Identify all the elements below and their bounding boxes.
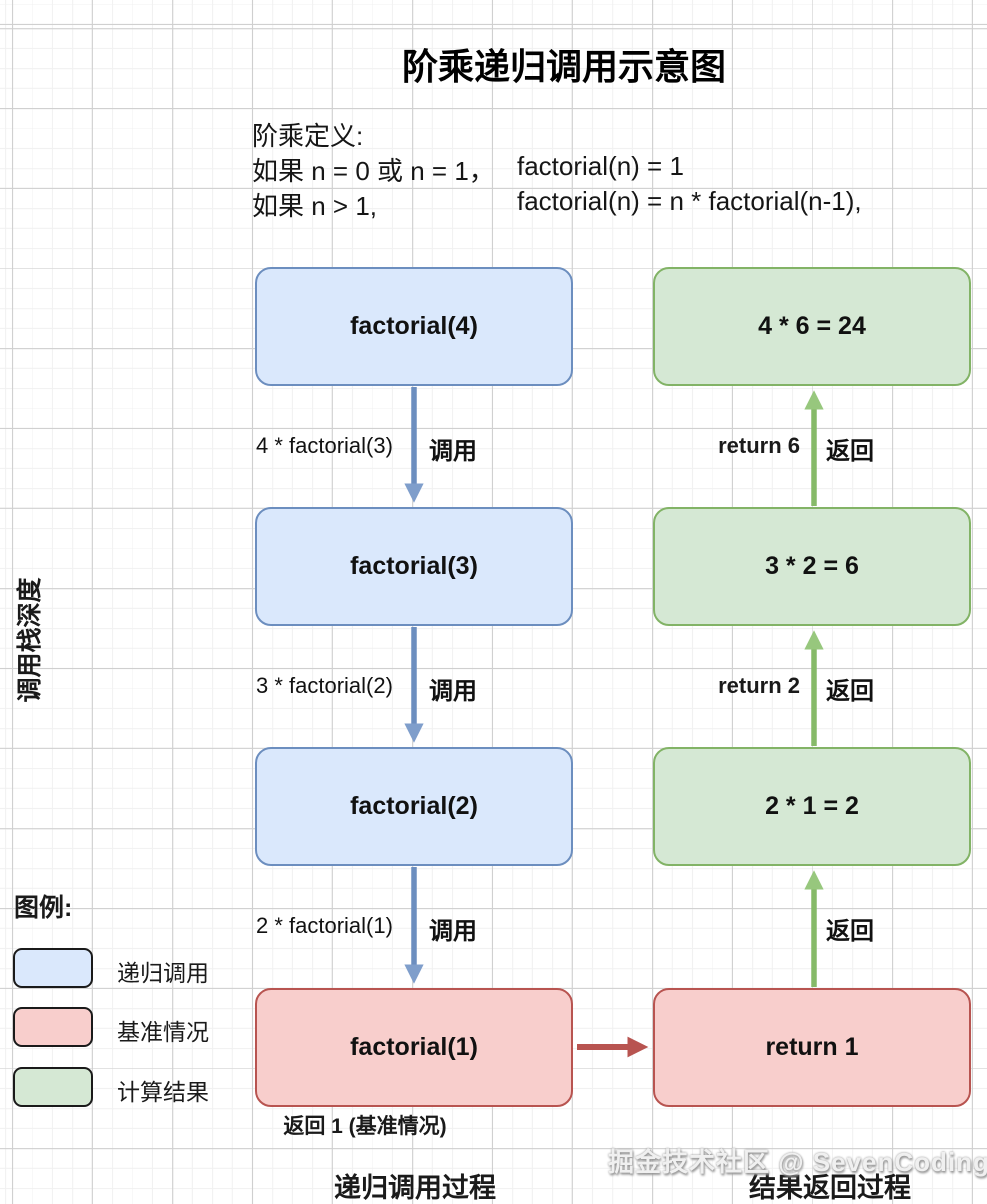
return-action-0: 返回 <box>826 438 874 465</box>
base-case-note: 返回 1 (基准情况) <box>283 1115 447 1138</box>
legend-swatch-result <box>13 1067 93 1107</box>
call-box-label: factorial(2) <box>350 792 478 820</box>
legend-swatch-base-case <box>13 1007 93 1047</box>
definition-condition-1: 如果 n > 1, <box>252 191 377 221</box>
definition-condition-0: 如果 n = 0 或 n = 1， <box>252 156 495 186</box>
base-case-return-box: return 1 <box>653 988 971 1107</box>
call-expression-1: 3 * factorial(2) <box>256 673 393 698</box>
call-stack-depth-label: 调用栈深度 <box>16 577 44 703</box>
call-box-factorial-4: factorial(4) <box>255 267 573 386</box>
base-case-box-label: factorial(1) <box>350 1033 478 1061</box>
base-case-box-factorial-1: factorial(1) <box>255 988 573 1107</box>
result-box-label: 4 * 6 = 24 <box>758 312 866 340</box>
legend-label-result: 计算结果 <box>117 1079 209 1105</box>
call-box-label: factorial(4) <box>350 312 478 340</box>
page-title: 阶乘递归调用示意图 <box>401 46 726 87</box>
call-box-label: factorial(3) <box>350 552 478 580</box>
result-box-24: 4 * 6 = 24 <box>653 267 971 386</box>
watermark: 掘金技术社区 @ SevenCoding <box>608 1147 987 1177</box>
call-box-factorial-2: factorial(2) <box>255 747 573 866</box>
definition-formula-0: factorial(n) = 1 <box>517 151 684 181</box>
call-box-factorial-3: factorial(3) <box>255 507 573 626</box>
result-box-2: 2 * 1 = 2 <box>653 747 971 866</box>
legend-swatch-recursive-call <box>13 948 93 988</box>
legend-heading: 图例: <box>14 894 73 922</box>
legend-label-base-case: 基准情况 <box>117 1019 209 1045</box>
base-case-return-label: return 1 <box>765 1033 859 1061</box>
call-expression-2: 2 * factorial(1) <box>256 913 393 938</box>
return-expression-0: return 6 <box>718 433 800 458</box>
call-action-2: 调用 <box>429 918 477 945</box>
result-box-6: 3 * 2 = 6 <box>653 507 971 626</box>
return-expression-1: return 2 <box>718 673 800 698</box>
call-column-caption: 递归调用过程 <box>334 1173 496 1203</box>
result-box-label: 2 * 1 = 2 <box>765 792 859 820</box>
return-column-caption: 结果返回过程 <box>749 1173 911 1203</box>
return-action-1: 返回 <box>826 678 874 705</box>
call-expression-0: 4 * factorial(3) <box>256 433 393 458</box>
return-action-2: 返回 <box>826 918 874 945</box>
call-action-0: 调用 <box>429 438 477 465</box>
legend-label-recursive-call: 递归调用 <box>117 960 209 986</box>
result-box-label: 3 * 2 = 6 <box>765 552 859 580</box>
definition-formula-1: factorial(n) = n * factorial(n-1), <box>517 186 862 216</box>
definition-heading: 阶乘定义: <box>252 121 364 151</box>
call-action-1: 调用 <box>429 678 477 705</box>
